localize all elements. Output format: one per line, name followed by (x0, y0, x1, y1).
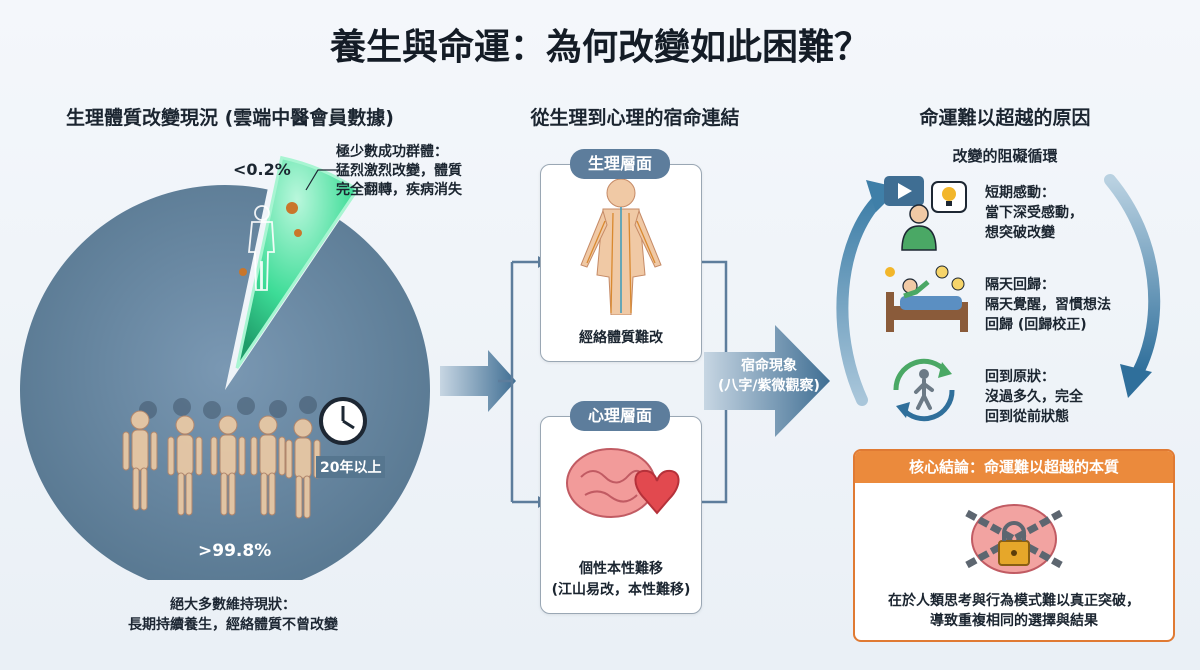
majority-note: 絕大多數維持現狀： 長期持續養生，經絡體質不曾改變 (128, 597, 338, 633)
brain-heart-icon (566, 448, 680, 518)
step-short-term: 短期感動： 當下深受感動， 想突破改變 (985, 185, 1083, 241)
cycle-subheading: 改變的阻礙循環 (952, 147, 1058, 165)
psych-card: 個性本性難移 (江山易改，本性難移) (540, 416, 702, 614)
left-section-heading: 生理體質改變現況 (雲端中醫會員數據) (66, 107, 394, 129)
duration-label: 20年以上 (316, 456, 386, 478)
meridian-body-icon (580, 178, 662, 316)
crowd-figures-icon (122, 396, 321, 519)
psych-tag: 心理層面 (570, 401, 670, 431)
return-walker-icon (893, 358, 955, 422)
pie-chart (20, 155, 430, 580)
pie-slice-majority (20, 185, 430, 580)
psych-caption: 個性本性難移 (江山易改，本性難移) (551, 561, 691, 598)
middle-section-heading: 從生理到心理的宿命連結 (530, 107, 740, 129)
physical-tag: 生理層面 (570, 149, 670, 179)
fate-arrow (704, 325, 830, 437)
page-title: 養生與命運：為何改變如此困難？ (329, 27, 870, 68)
clock-icon (319, 397, 367, 445)
step-next-day: 隔天回歸： 隔天覺醒，習慣想法 回歸 (回歸校正) (985, 277, 1111, 333)
minority-percent-label: <0.2% (233, 160, 291, 179)
core-conclusion-box: 核心結論：命運難以超越的本質 在於人類思考與行為模式難以真正突破， 導致重複相同… (853, 449, 1175, 642)
majority-percent-label: >99.8% (198, 541, 272, 561)
arrow-to-middle (440, 350, 516, 412)
video-inspiration-icon (884, 176, 967, 251)
minority-note: 極少數成功群體： 猛烈激烈改變，體質 完全翻轉，疾病消失 (336, 144, 462, 198)
pathogen-icon (239, 202, 302, 276)
step-return: 回到原狀： 沒過多久，完全 回到從前狀態 (985, 369, 1083, 425)
chained-brain-icon (965, 504, 1063, 574)
transformed-body-icon (248, 205, 275, 291)
core-conclusion-text: 在於人類思考與行為模式難以真正突破， 導致重複相同的選擇與結果 (888, 593, 1140, 629)
fate-label: 宿命現象 (八字/紫微觀察) (718, 358, 820, 394)
physical-caption: 經絡體質難改 (579, 330, 663, 346)
physical-card: 經絡體質難改 (540, 164, 702, 362)
core-conclusion-title: 核心結論：命運難以超越的本質 (855, 451, 1173, 483)
bed-wakeup-icon (885, 265, 968, 332)
right-section-heading: 命運難以超越的原因 (919, 107, 1091, 129)
